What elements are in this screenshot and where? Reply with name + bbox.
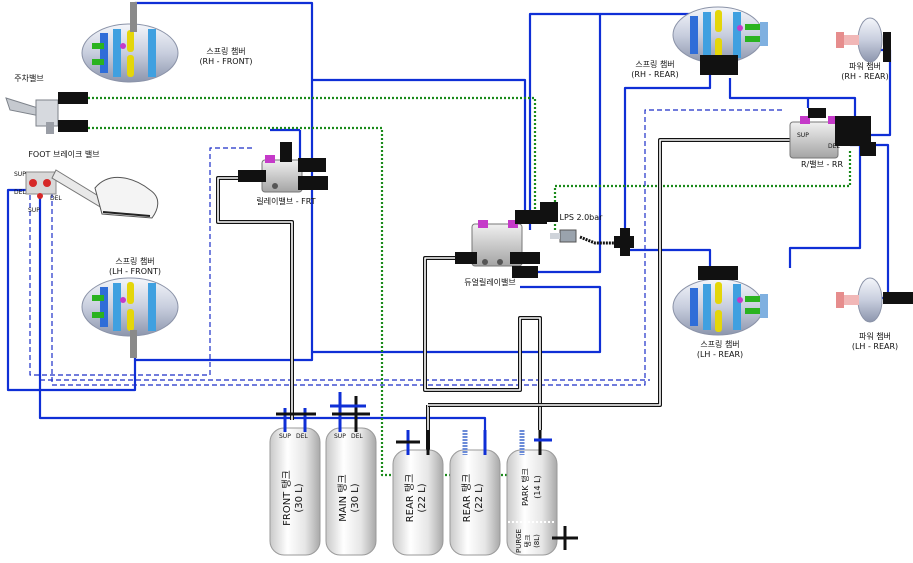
label-tank-rear-1: REAR 탱크 (22 L) (405, 453, 431, 543)
label-sub: (RH - REAR) (631, 70, 679, 79)
label-sub: (LH - FRONT) (108, 267, 161, 276)
label-title: 스프링 챔버 (700, 340, 740, 349)
tank-front (269, 408, 321, 556)
label-rr-del: DEL (828, 143, 840, 150)
label-tank-name: MAIN 탱크 (338, 474, 349, 522)
label-rr-sup: SUP (797, 132, 809, 139)
label-sub: (LH - REAR) (851, 342, 899, 351)
spring-chamber-lh-front (81, 277, 179, 358)
relay-valve-front (238, 142, 328, 193)
label-tank-volume: (22 L) (474, 483, 485, 513)
spring-chamber-rh-rear (672, 6, 768, 75)
label-lps: LPS 2.0bar (559, 213, 603, 222)
spring-chamber-rh-front (81, 2, 179, 83)
label-spring-rh-rear: 스프링 챔버 (RH - REAR) (615, 60, 695, 80)
label-spring-rh-front: 스프링 챔버 (RH - FRONT) (186, 47, 266, 67)
parking-valve (5, 92, 88, 134)
label-foot-sup-2: SUP (28, 207, 40, 214)
tank-lines (216, 138, 790, 450)
label-sub: (RH - REAR) (841, 72, 889, 81)
spring-chamber-lh-rear (672, 266, 768, 336)
label-tank-volume: (30 L) (294, 483, 305, 513)
label-tank-name: FRONT 탱크 (282, 470, 293, 526)
label-tank-volume: (14 L) (533, 475, 542, 499)
label-tank-volume: (22 L) (417, 483, 428, 513)
label-title: 스프링 챔버 (635, 60, 675, 69)
relay-valve-rear (789, 108, 876, 159)
label-main-tank-sup: SUP (334, 433, 346, 440)
label-sub: (RH - FRONT) (199, 57, 253, 66)
label-tank-main: MAIN 탱크 (30 L) (338, 448, 364, 548)
label-front-tank-del: DEL (296, 433, 308, 440)
label-purge-name: PURGE (515, 528, 523, 554)
label-front-tank-sup: SUP (279, 433, 291, 440)
power-chamber-rh-rear (836, 17, 891, 63)
label-parking-valve: 주차밸브 (14, 74, 44, 83)
label-purge-volume: (8L) (533, 534, 541, 548)
label-tank-name: REAR 탱크 (462, 473, 473, 523)
power-chamber-lh-rear (836, 277, 913, 323)
junction-tee (614, 228, 634, 256)
label-foot-brake-valve: FOOT 브레이크 밸브 (28, 150, 100, 159)
label-foot-del-1: DEL (14, 189, 26, 196)
label-spring-lh-front: 스프링 챔버 (LH - FRONT) (95, 257, 175, 277)
label-purge-tank: PURGE 탱크 (8L) (515, 519, 545, 563)
label-title: 스프링 챔버 (206, 47, 246, 56)
label-relay-valve-front: 릴레이밸브 - FRT (256, 197, 316, 206)
foot-brake-valve (25, 169, 159, 219)
label-relay-valve-rear: R/밸브 - RR (800, 160, 844, 169)
tank-rear-2 (449, 430, 501, 556)
pilot-lines (29, 109, 785, 386)
label-dual-relay-valve: 듀얼릴레이밸브 (464, 278, 516, 287)
label-tank-name: PARK 탱크 (521, 468, 530, 506)
label-foot-del-2: DEL (50, 195, 62, 202)
dual-relay-valve (455, 202, 558, 278)
label-title: 파워 챔버 (849, 62, 881, 71)
label-tank-park: PARK 탱크 (14 L) (520, 452, 544, 522)
label-tank-name: REAR 탱크 (405, 473, 416, 523)
label-title: 스프링 챔버 (115, 257, 155, 266)
tank-rear-1 (392, 430, 444, 556)
label-tank-volume: (30 L) (350, 483, 361, 513)
label-foot-sup-1: SUP (14, 171, 26, 178)
label-power-rh-rear: 파워 챔버 (RH - REAR) (830, 62, 900, 82)
label-title: 파워 챔버 (859, 332, 891, 341)
tank-park (506, 430, 578, 556)
label-spring-lh-rear: 스프링 챔버 (LH - REAR) (680, 340, 760, 360)
label-tank-front: FRONT 탱크 (30 L) (282, 448, 308, 548)
lps-sensor (550, 229, 577, 243)
label-tank-rear-2: REAR 탱크 (22 L) (462, 453, 488, 543)
tank-main (325, 392, 377, 556)
label-main-tank-del: DEL (351, 433, 363, 440)
label-purge-word: 탱크 (524, 534, 532, 548)
label-sub: (LH - REAR) (696, 350, 744, 359)
label-power-lh-rear: 파워 챔버 (LH - REAR) (840, 332, 910, 352)
